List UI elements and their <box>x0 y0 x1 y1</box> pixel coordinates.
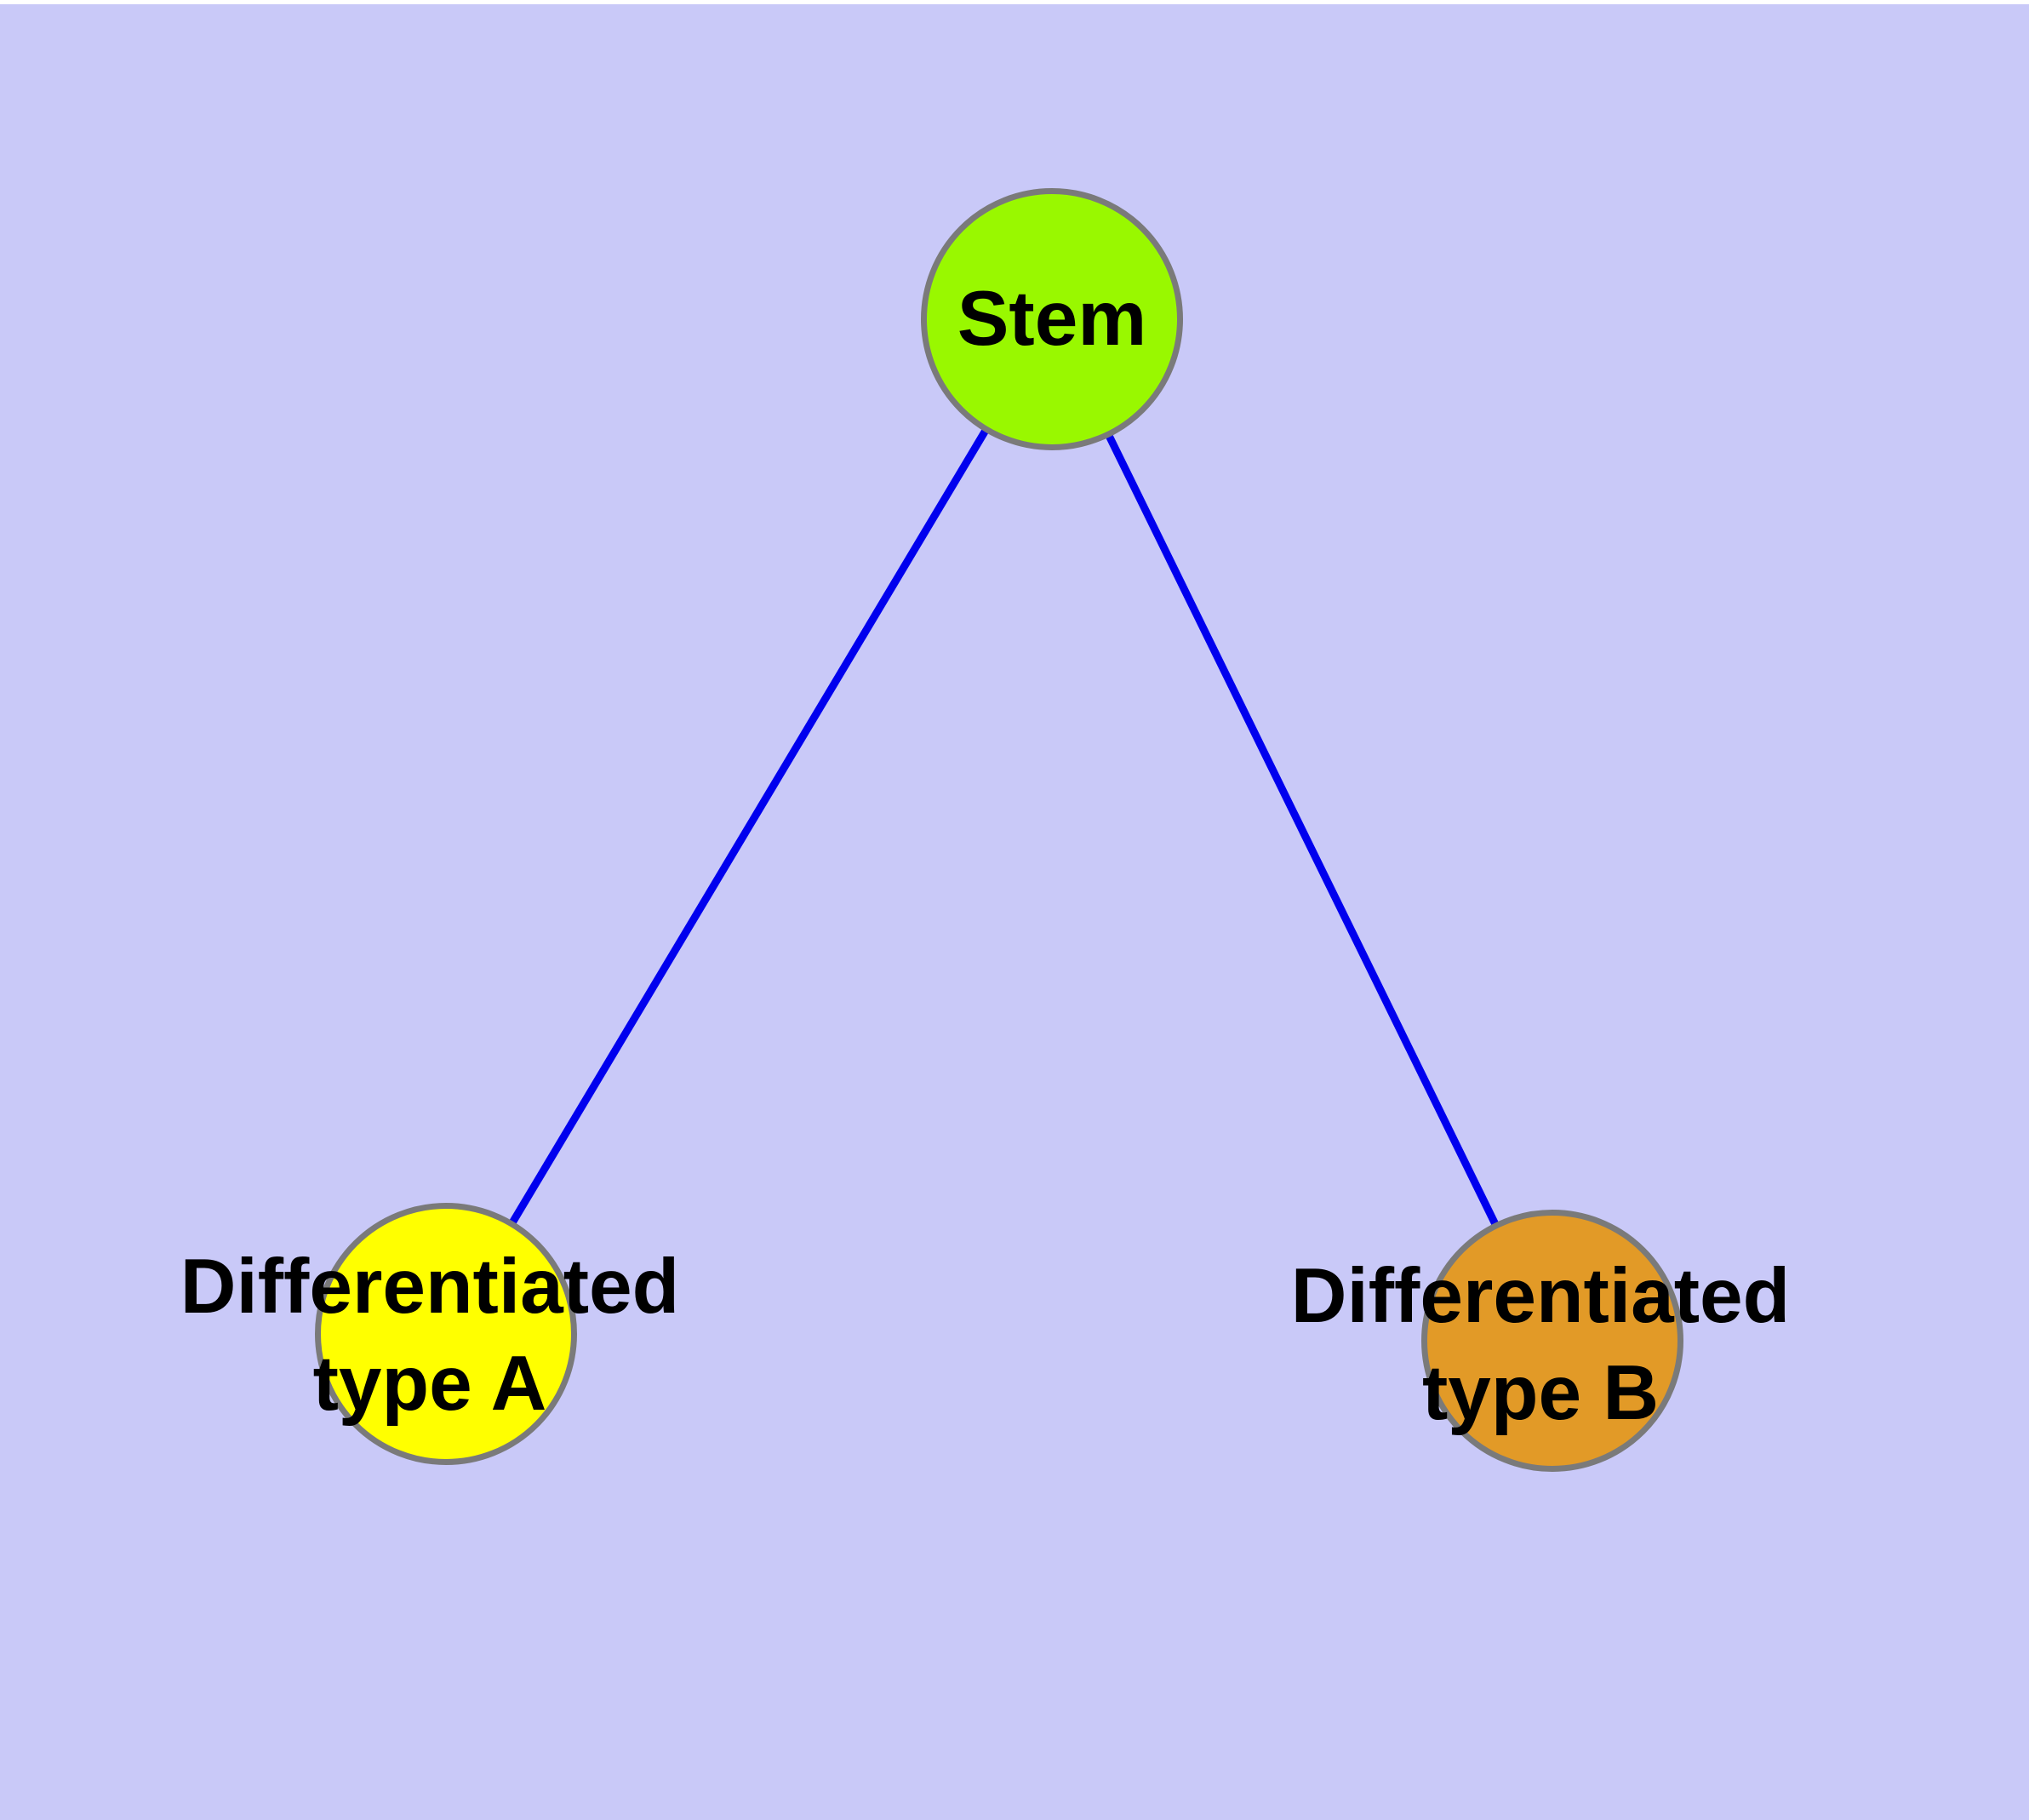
node-stem <box>921 188 1183 450</box>
edge-stem-to-type-a <box>443 317 1055 1336</box>
node-differentiated-type-a <box>315 1203 577 1465</box>
node-differentiated-type-b <box>1421 1210 1683 1472</box>
edge-stem-to-type-b <box>1048 318 1557 1342</box>
top-white-border <box>0 0 2029 4</box>
